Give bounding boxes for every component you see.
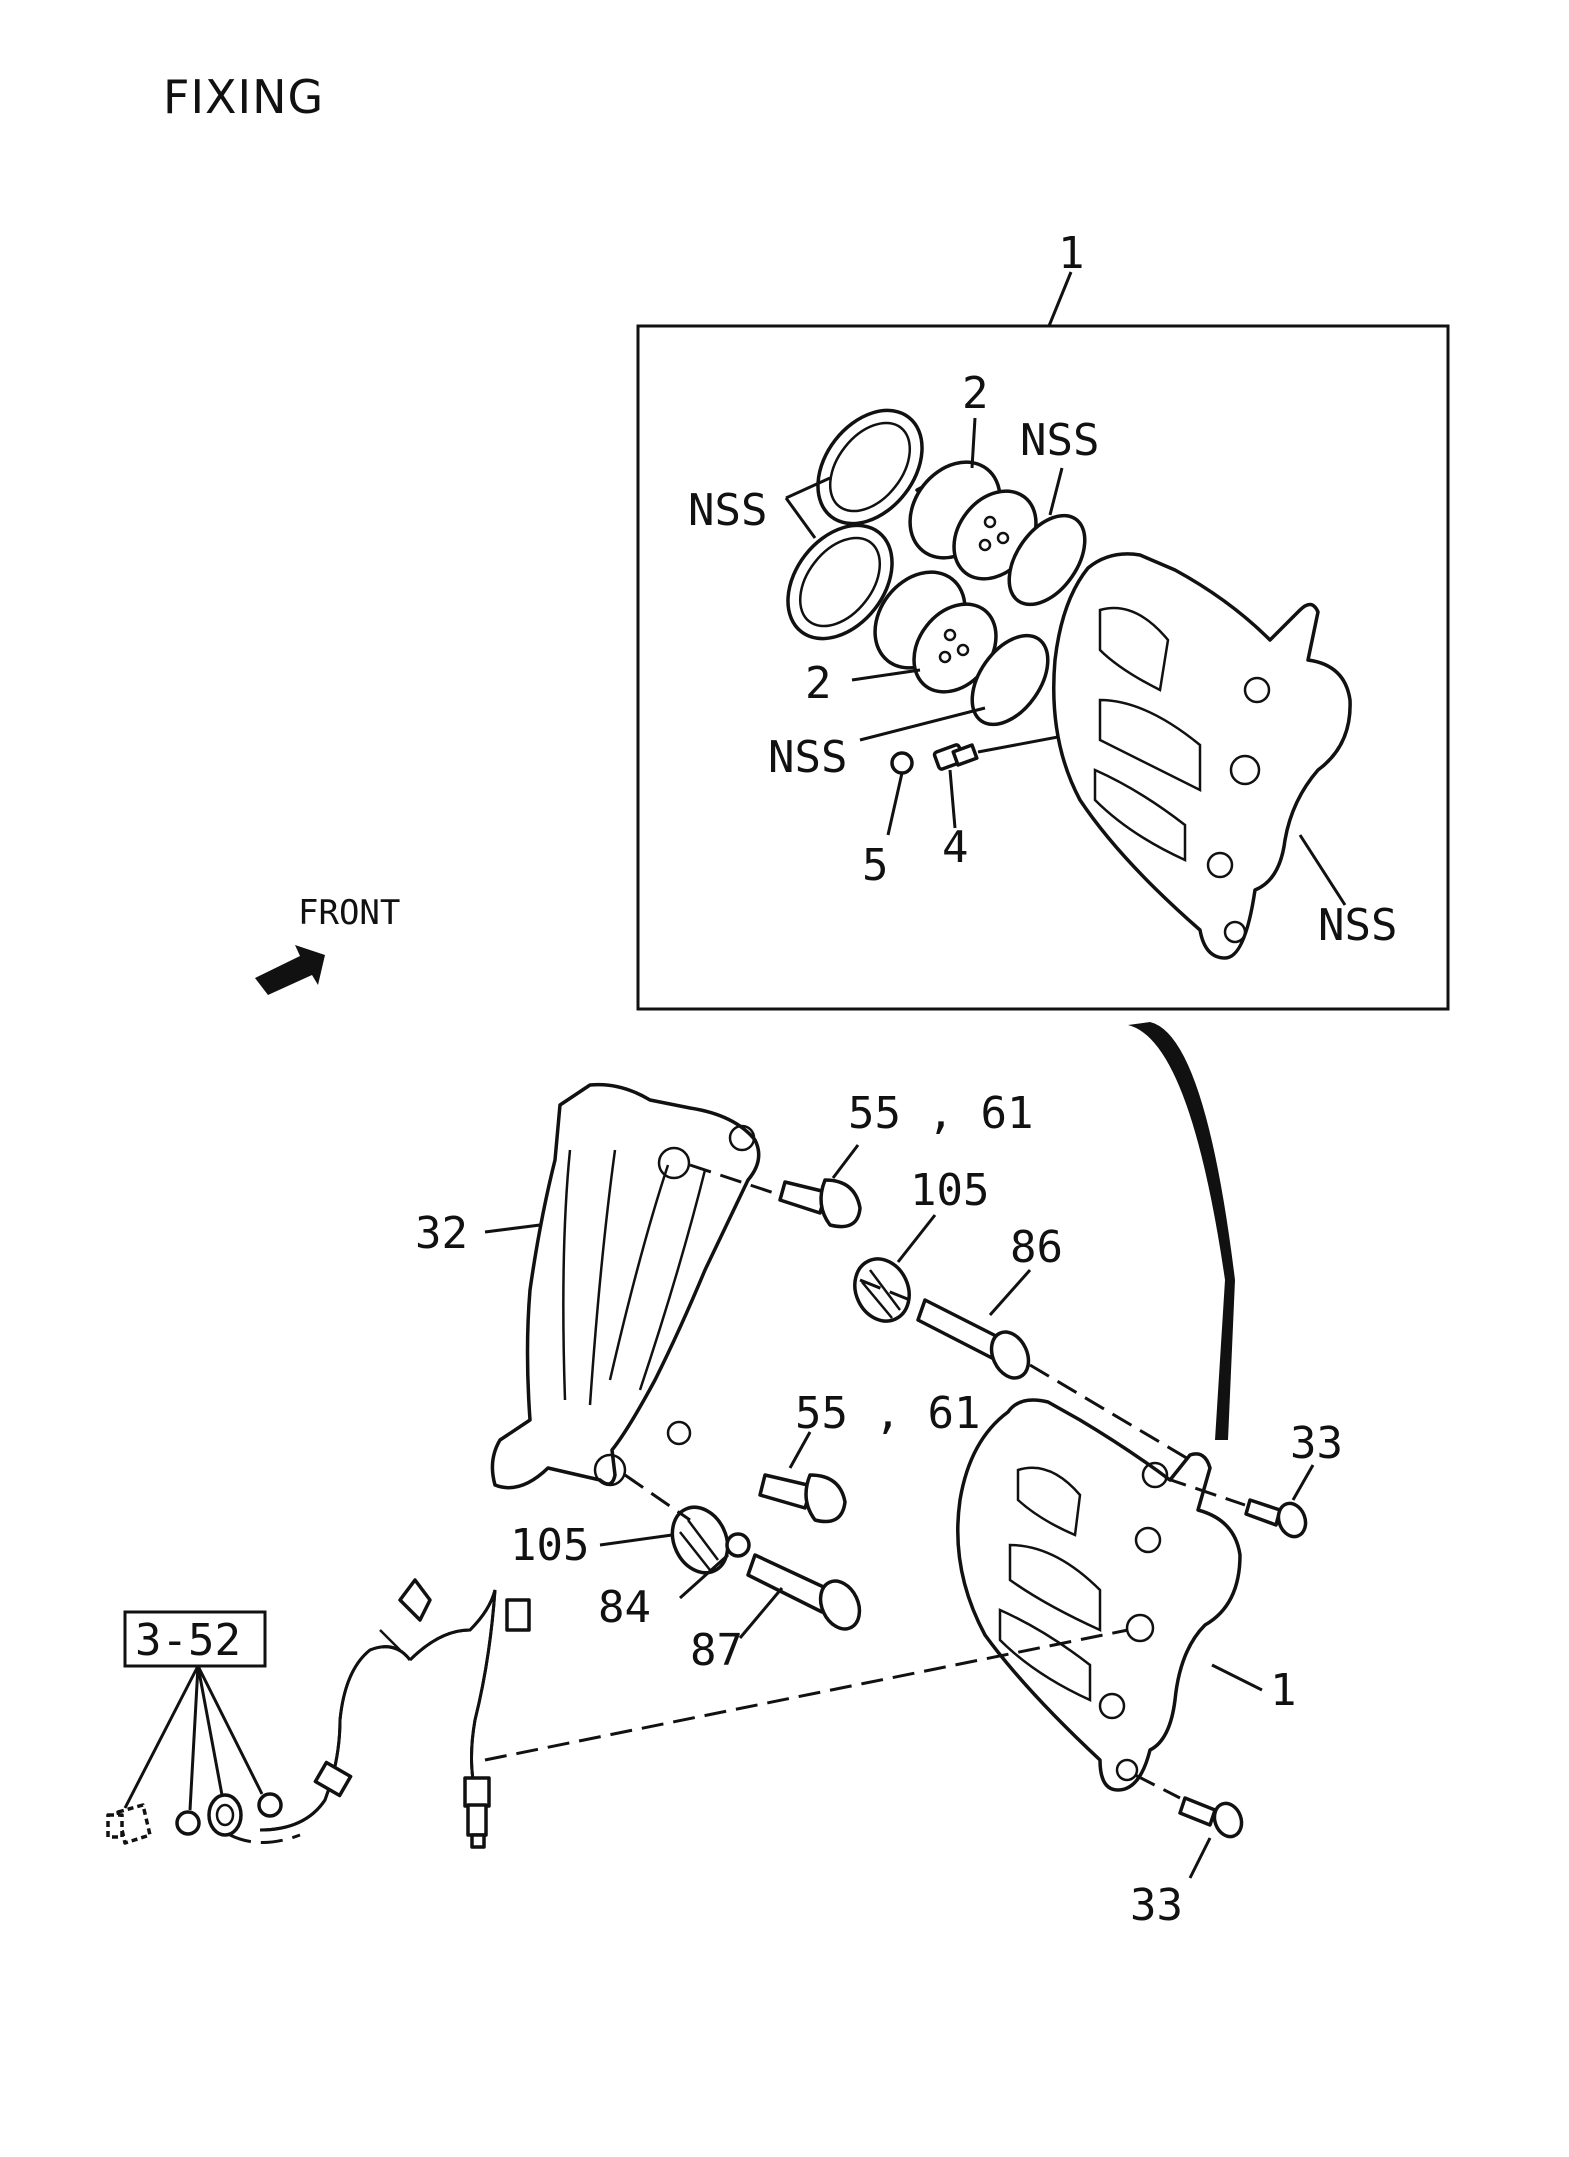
piston-seal-top [1007, 513, 1087, 607]
dust-seal-bottom [786, 523, 894, 641]
bolt-bottom [758, 1473, 847, 1524]
callout-cap: 5 [862, 840, 889, 891]
callout-bleeder: 4 [942, 822, 969, 873]
washer-right [257, 1792, 283, 1818]
callout-boot-bottom: 105 [510, 1520, 589, 1571]
callout-nss-seals: NSS [688, 485, 767, 536]
bleeder-screw [932, 743, 979, 771]
kit-box: 1 [636, 228, 1450, 1011]
callout-piston-bottom: 2 [805, 658, 832, 709]
callout-pin-top: 86 [1010, 1222, 1063, 1273]
front-label: FRONT [298, 893, 400, 933]
reference-box: 3-52 [123, 1610, 267, 1811]
bleeder-cap [890, 751, 914, 775]
callout-nss-ring-top: NSS [1020, 415, 1099, 466]
bolt-right-bottom [1178, 1796, 1244, 1839]
bolt-top [778, 1178, 862, 1229]
callout-nss-body: NSS [1318, 900, 1397, 951]
callout-bolt-top: 55 , 61 [848, 1088, 1033, 1139]
callout-bolt-right-top: 33 [1290, 1418, 1343, 1469]
washer-left [175, 1810, 201, 1836]
bolt-right-top [1244, 1498, 1308, 1539]
callout-bolt-bottom: 55 , 61 [795, 1388, 980, 1439]
callout-piston-top: 2 [962, 368, 989, 419]
callout-pin-bottom: 87 [690, 1625, 743, 1676]
callout-bracket: 32 [415, 1208, 468, 1259]
piston-bottom [873, 570, 998, 694]
page-title: FIXING [163, 70, 325, 124]
callout-bushing: 84 [598, 1582, 651, 1633]
caliper-bracket [490, 1082, 761, 1490]
dust-seal-top [816, 408, 924, 526]
piston-top [908, 460, 1038, 581]
callout-kit: 1 [1058, 228, 1085, 279]
callout-bolt-right-bottom: 33 [1130, 1880, 1183, 1931]
boot-top [853, 1257, 911, 1323]
reference-label: 3-52 [135, 1615, 241, 1666]
bushing [725, 1532, 751, 1558]
front-arrow-icon [255, 945, 325, 995]
callout-boot-top: 105 [910, 1165, 989, 1216]
caliper-body-kit [1052, 552, 1352, 960]
banjo-bolt [106, 1803, 152, 1845]
callout-nss-ring-bottom: NSS [768, 732, 847, 783]
brake-hose [259, 1578, 531, 1849]
banjo-fitting [207, 1793, 243, 1837]
piston-seal-bottom [970, 633, 1050, 727]
boot-bottom [670, 1505, 730, 1575]
callout-caliper: 1 [1270, 1665, 1297, 1716]
guide-pin-bottom [746, 1553, 862, 1631]
guide-pin-top [916, 1298, 1031, 1380]
arc-indicator [1128, 1022, 1235, 1440]
caliper-assembly [956, 1398, 1242, 1792]
